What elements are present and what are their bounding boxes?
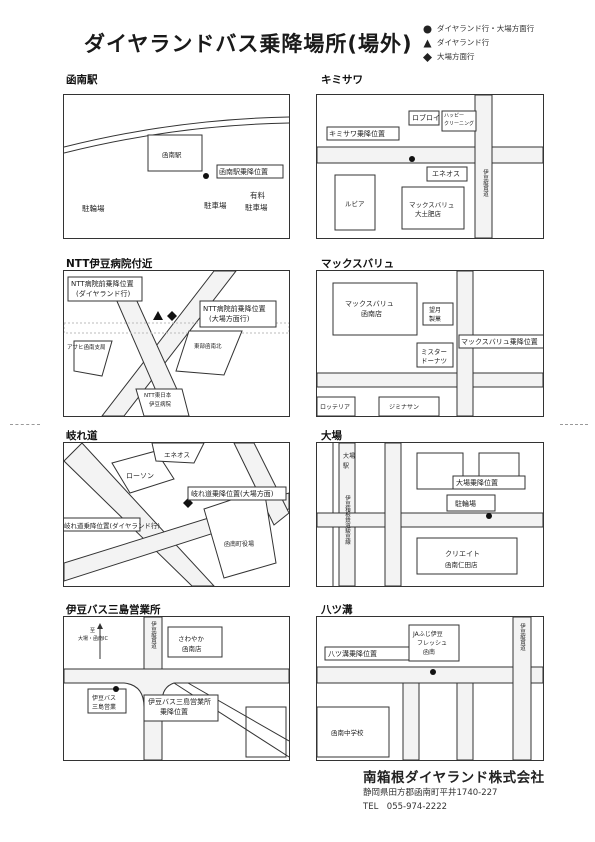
- stop-direction-ntt-2: (大場方面行): [209, 315, 250, 323]
- ja-branch-label: 函南: [423, 649, 436, 656]
- store-branch-label: 函南店: [361, 310, 382, 318]
- legend: ダイヤランド行・大場方面行 ダイヤランド行 大場方面行: [422, 22, 534, 64]
- jiminsan-label: ジミナサン: [389, 404, 420, 411]
- maxvalu-store-label: マックスバリュ: [345, 300, 394, 308]
- asahi-label: アサヒ函南支局: [67, 345, 106, 351]
- road-label: 伊豆縦貫道: [482, 169, 488, 197]
- map-kimisawa-svg: [317, 95, 543, 238]
- map-mishima: 至 大場・函南IC 伊豆縦貫道 さわやか 函南店 伊豆バス 三島営業 伊豆バス三…: [63, 616, 290, 761]
- diamond-marker-icon: [422, 52, 432, 62]
- map-kimisawa: ロブロイ ハッピー クリーニング キミサワ乗降位置 エネオス ルビア マックスバ…: [316, 94, 544, 239]
- ja-label: JAふじ伊豆: [413, 631, 443, 638]
- paid-parking-label: 駐車場: [245, 203, 268, 212]
- road-label: 伊豆縦貫道: [150, 621, 156, 649]
- maxvalu-label: マックスバリュ: [409, 201, 455, 209]
- stop-label-maxvalu: マックスバリュ乗降位置: [461, 338, 538, 346]
- paid-label: 有料: [250, 191, 265, 200]
- triangle-marker-icon: [422, 38, 432, 48]
- section-title-kurodo: 岐れ道: [66, 430, 98, 442]
- bakery-label-2: 製菓: [429, 316, 442, 323]
- map-yatsuya-svg: [317, 617, 543, 760]
- stop-direction-ntt-1: (ダイヤランド行): [76, 290, 131, 298]
- legend-item-triangle: ダイヤランド行: [422, 36, 534, 50]
- legend-label: ダイヤランド行: [437, 38, 490, 47]
- section-title-maxvalu: マックスバリュ: [321, 258, 395, 270]
- lawson-label: ローソン: [126, 472, 154, 480]
- legend-item-circle: ダイヤランド行・大場方面行: [422, 22, 534, 36]
- create-label: クリエイト: [445, 550, 480, 558]
- page-title: ダイヤランドバス乗降場所(場外): [84, 32, 413, 56]
- misdo-label: ミスター: [421, 348, 447, 356]
- robroy-label: ロブロイ: [412, 114, 440, 122]
- company-tel: TEL 055-974-2222: [363, 802, 448, 812]
- stop-label-mishima-2: 乗降位置: [160, 708, 188, 716]
- stop-label-kurodo-2: 岐れ道乗降位置(ダイヤランド行): [64, 522, 160, 530]
- sawayaka-branch-label: 函南店: [182, 645, 202, 653]
- section-title-oba: 大場: [321, 430, 342, 442]
- eneos-label: エネオス: [432, 170, 460, 178]
- map-mishima-svg: [64, 617, 289, 760]
- direction-label: 至: [90, 628, 96, 634]
- station-label: 函南駅: [162, 151, 182, 159]
- company-name: 南箱根ダイヤランド株式会社: [363, 770, 545, 786]
- company-address: 静岡県田方郡函南町平井1740-227: [363, 788, 498, 798]
- road-label: 伊豆縦貫道: [519, 623, 525, 651]
- rubia-label: ルビア: [345, 200, 365, 208]
- map-kurodo-svg: [64, 443, 289, 586]
- izubus-label: 伊豆バス: [92, 695, 117, 702]
- section-title-yatsuya: 八ツ溝: [321, 604, 353, 616]
- circle-marker-icon: [422, 24, 432, 34]
- stop-label-mishima: 伊豆バス三島営業所: [148, 698, 211, 706]
- parking-label: 駐輪場: [82, 204, 105, 213]
- map-ntt: NTT病院前乗降位置 (ダイヤランド行) NTT病院前乗降位置 (大場方面行) …: [63, 270, 290, 417]
- school-label: 函南中学校: [331, 729, 364, 737]
- station-label-2: 駅: [343, 463, 350, 470]
- section-title-kimisawa: キミサワ: [321, 74, 363, 86]
- stop-label-yatsuya: 八ツ溝乗降位置: [328, 650, 377, 658]
- bakery-label: 望月: [429, 307, 442, 314]
- fold-line-left: [10, 424, 40, 425]
- railway-label: 伊豆箱根鉄道駿豆線: [344, 495, 350, 545]
- hospital-label-2: 伊豆病院: [149, 402, 172, 408]
- legend-item-diamond: 大場方面行: [422, 50, 534, 64]
- stop-label-kurodo-1: 岐れ道乗降位置(大場方面): [191, 490, 274, 498]
- section-title-kannami: 函南駅: [66, 74, 98, 86]
- hospital-label-1: NTT東日本: [144, 393, 172, 399]
- map-kannami-svg: [64, 116, 289, 179]
- direction-label-2: 大場・函南IC: [78, 636, 108, 642]
- cleaning-label: クリーニング: [444, 121, 475, 127]
- stop-label-oba: 大場乗降位置: [456, 479, 498, 487]
- parking-label: 駐車場: [204, 201, 227, 210]
- section-title-ntt: NTT伊豆病院付近: [66, 258, 153, 270]
- map-yatsuya: JAふじ伊豆 フレッシュ 函南 八ツ溝乗降位置 函南中学校 伊豆縦貫道: [316, 616, 544, 761]
- map-oba-svg: [317, 443, 543, 586]
- happy-label: ハッピー: [444, 113, 465, 119]
- legend-label: ダイヤランド行・大場方面行: [437, 24, 535, 33]
- stop-label-ntt-2: NTT病院前乗降位置: [203, 305, 266, 313]
- map-oba: 大場 駅 伊豆箱根鉄道駿豆線 大場乗降位置 駐輪場 クリエイト 函南仁田店: [316, 442, 544, 587]
- map-maxvalu: マックスバリュ 函南店 望月 製菓 マックスバリュ乗降位置 ミスター ドーナツ …: [316, 270, 544, 417]
- stop-label-kimisawa: キミサワ乗降位置: [329, 130, 385, 138]
- sawayaka-label: さわやか: [178, 635, 204, 643]
- section-title-mishima: 伊豆バス三島営業所: [66, 604, 161, 616]
- map-kannami: 函南駅 函南駅乗降位置 駐輪場 駐車場 有料 駐車場: [63, 94, 290, 239]
- fold-line-right: [560, 424, 588, 425]
- stop-label-kannami: 函南駅乗降位置: [219, 168, 268, 176]
- store-branch-label: 大土肥店: [415, 210, 441, 218]
- station-label: 大場: [343, 453, 356, 460]
- legend-label: 大場方面行: [437, 52, 475, 61]
- stop-label-ntt-1: NTT病院前乗降位置: [71, 280, 134, 288]
- map-maxvalu-svg: [317, 271, 543, 416]
- eneos-label: エネオス: [164, 451, 190, 459]
- bike-parking-label: 駐輪場: [455, 500, 476, 508]
- tokai-label: 東部函南北: [194, 344, 222, 350]
- map-kurodo: エネオス ローソン 岐れ道乗降位置(大場方面) 岐れ道乗降位置(ダイヤランド行)…: [63, 442, 290, 587]
- map-ntt-svg: [64, 271, 289, 416]
- donut-label: ドーナツ: [421, 357, 447, 365]
- office-label: 函南町役場: [224, 541, 255, 548]
- ja-fresh-label: フレッシュ: [417, 640, 448, 647]
- create-branch-label: 函南仁田店: [445, 561, 478, 569]
- lotteria-label: ロッテリア: [320, 404, 351, 411]
- izubus-office-label: 三島営業: [92, 704, 117, 711]
